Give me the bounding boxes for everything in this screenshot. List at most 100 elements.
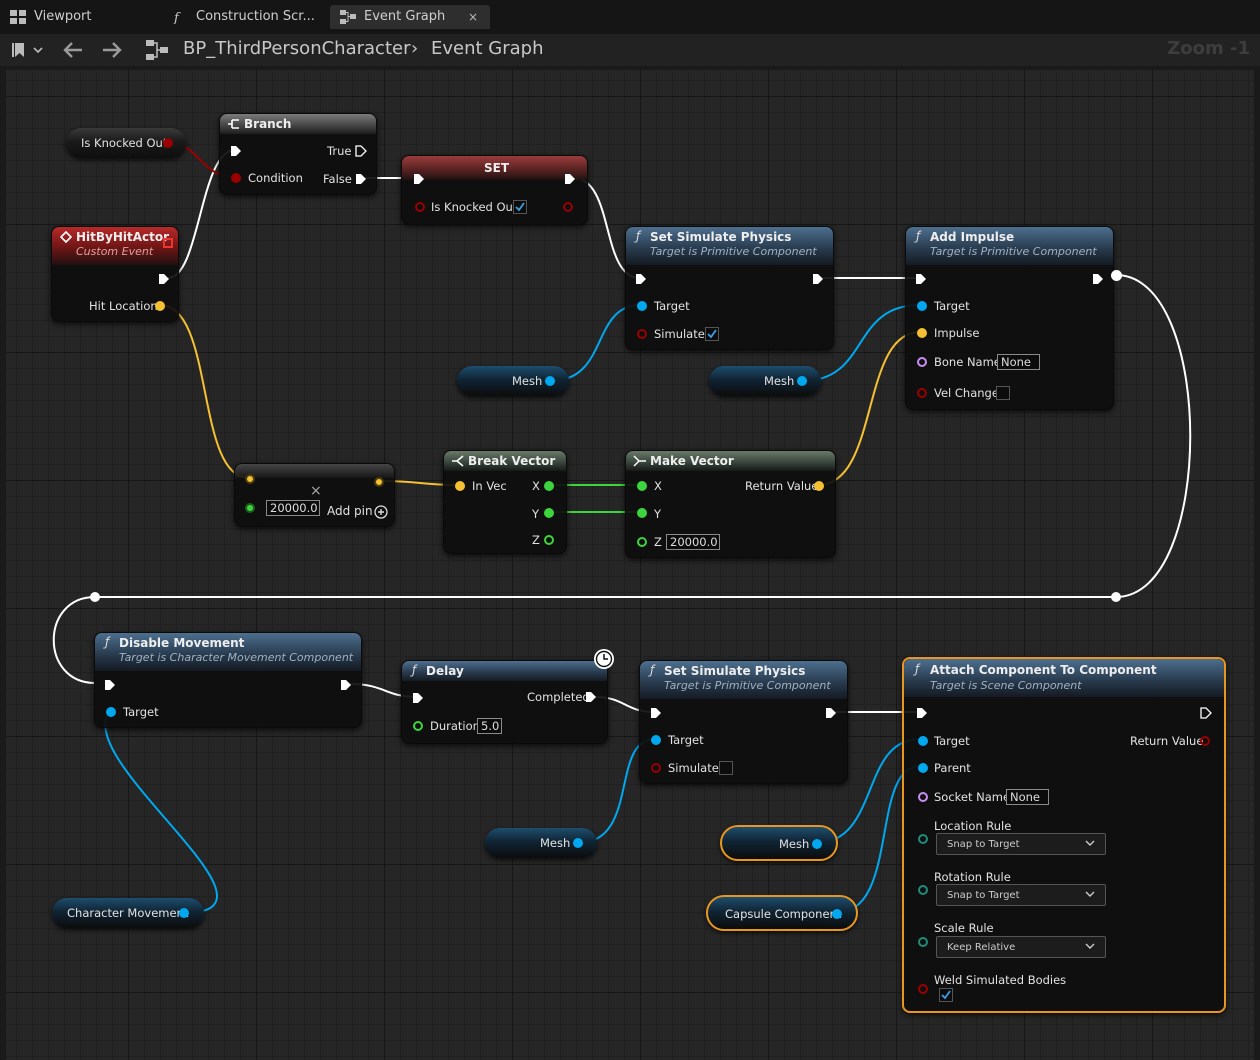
socket-name-field[interactable]: None (1006, 789, 1049, 805)
capsule-component-getter-selected[interactable]: Capsule Component (706, 895, 858, 931)
z-value-field[interactable]: 20000.0 (666, 534, 720, 550)
in-vec-pin[interactable] (455, 481, 465, 491)
is-knocked-out-getter[interactable]: Is Knocked Out (66, 128, 186, 158)
bone-name-field[interactable]: None (997, 354, 1040, 370)
exec-false-pin[interactable] (355, 173, 367, 185)
exec-output-pin[interactable] (812, 273, 824, 285)
exec-input-pin[interactable] (915, 273, 927, 285)
scale-rule-pin[interactable] (918, 937, 928, 947)
duration-field[interactable]: 5.0 (477, 718, 502, 734)
exec-input-pin[interactable] (412, 692, 424, 704)
z-output-pin[interactable] (544, 535, 554, 545)
simulate-pin[interactable] (637, 329, 647, 339)
exec-output-pin[interactable] (564, 173, 576, 185)
simulate-pin[interactable] (651, 763, 661, 773)
socket-name-pin[interactable] (918, 792, 928, 802)
bool-output-pin[interactable] (563, 202, 573, 212)
object-output-pin[interactable] (573, 838, 583, 848)
delegate-pin[interactable] (163, 238, 173, 248)
exec-output-pin[interactable] (340, 679, 352, 691)
vel-change-checkbox[interactable] (996, 386, 1010, 400)
scale-rule-dropdown[interactable]: Keep Relative (936, 936, 1106, 958)
exec-input-pin[interactable] (650, 707, 662, 719)
object-output-pin[interactable] (797, 376, 807, 386)
return-value-pin[interactable] (1200, 736, 1210, 746)
y-input-pin[interactable] (637, 508, 647, 518)
branch-node[interactable]: Branch Condition True False (219, 113, 377, 195)
bool-output-pin[interactable] (163, 138, 173, 148)
tab-viewport[interactable]: Viewport (0, 5, 160, 29)
mesh-getter[interactable]: Mesh (457, 366, 569, 396)
mesh-getter[interactable]: Mesh (485, 828, 597, 858)
vel-change-pin[interactable] (917, 388, 927, 398)
close-icon[interactable]: × (467, 10, 478, 24)
exec-output-pin[interactable] (158, 273, 170, 285)
attach-component-to-component-node[interactable]: ƒ Attach Component To Component Target i… (902, 657, 1226, 1013)
multiplier-field[interactable]: 20000.0 (266, 500, 320, 516)
add-pin-icon[interactable] (374, 505, 388, 519)
bone-name-pin[interactable] (917, 357, 927, 367)
target-pin[interactable] (918, 736, 928, 746)
make-vector-node[interactable]: Make Vector X Y Z 20000.0 Return Value (625, 450, 836, 558)
add-impulse-node[interactable]: ƒ Add Impulse Target is Primitive Compon… (905, 226, 1114, 410)
disable-movement-node[interactable]: ƒ Disable Movement Target is Character M… (94, 632, 362, 728)
mesh-getter[interactable]: Mesh (709, 366, 821, 396)
exec-output-pin[interactable] (1092, 273, 1104, 285)
bookmark-dropdown-icon[interactable] (12, 42, 46, 58)
tab-construction-script[interactable]: f Construction Scr... (162, 5, 328, 29)
x-output-pin[interactable] (544, 481, 554, 491)
set-simulate-physics-node[interactable]: ƒ Set Simulate Physics Target is Primiti… (625, 226, 834, 350)
parent-pin[interactable] (918, 763, 928, 773)
duration-pin[interactable] (413, 721, 423, 731)
float-input-pin[interactable] (245, 503, 255, 513)
exec-output-pin[interactable] (825, 707, 837, 719)
exec-input-pin[interactable] (230, 145, 242, 157)
break-vector-node[interactable]: Break Vector In Vec X Y Z (443, 450, 567, 554)
z-input-pin[interactable] (637, 537, 647, 547)
weld-checkbox[interactable] (939, 988, 953, 1002)
exec-input-pin[interactable] (916, 707, 928, 719)
condition-pin[interactable] (231, 173, 241, 183)
exec-input-pin[interactable] (413, 173, 425, 185)
hit-location-pin[interactable] (155, 301, 165, 311)
target-pin[interactable] (637, 301, 647, 311)
multiply-node[interactable]: × 20000.0 Add pin (234, 463, 395, 527)
vector-input-pin[interactable] (245, 474, 255, 484)
simulate-checkbox[interactable] (719, 761, 733, 775)
exec-input-pin[interactable] (104, 679, 116, 691)
y-output-pin[interactable] (544, 508, 554, 518)
mesh-getter-selected[interactable]: Mesh (720, 825, 838, 861)
return-value-pin[interactable] (814, 481, 824, 491)
set-simulate-physics-node[interactable]: ƒ Set Simulate Physics Target is Primiti… (639, 660, 848, 784)
forward-arrow-icon[interactable] (101, 41, 123, 59)
exec-output-pin[interactable] (1200, 707, 1212, 719)
vector-output-pin[interactable] (374, 477, 384, 487)
weld-pin[interactable] (918, 984, 928, 994)
target-pin[interactable] (651, 735, 661, 745)
x-input-pin[interactable] (637, 481, 647, 491)
breadcrumb-event-graph[interactable]: Event Graph (431, 38, 544, 59)
location-rule-dropdown[interactable]: Snap to Target (936, 833, 1106, 855)
character-movement-getter[interactable]: Character Movement (52, 898, 204, 928)
is-knocked-out-checkbox[interactable] (513, 200, 527, 214)
add-pin-label[interactable]: Add pin (327, 504, 373, 518)
back-arrow-icon[interactable] (62, 41, 84, 59)
object-output-pin[interactable] (832, 909, 842, 919)
object-output-pin[interactable] (545, 376, 555, 386)
tab-event-graph[interactable]: Event Graph × (330, 5, 490, 29)
rotation-rule-dropdown[interactable]: Snap to Target (936, 884, 1106, 906)
rotation-rule-pin[interactable] (918, 885, 928, 895)
impulse-pin[interactable] (917, 328, 927, 338)
breadcrumb-blueprint[interactable]: BP_ThirdPersonCharacter (183, 38, 411, 59)
simulate-checkbox[interactable] (705, 327, 719, 341)
object-output-pin[interactable] (179, 908, 189, 918)
reroute-knot[interactable] (1111, 270, 1122, 281)
delay-node[interactable]: ƒ Delay Completed Duration 5.0 (401, 660, 608, 744)
exec-true-pin[interactable] (355, 145, 367, 157)
location-rule-pin[interactable] (918, 834, 928, 844)
bool-input-pin[interactable] (415, 202, 425, 212)
target-pin[interactable] (917, 301, 927, 311)
target-pin[interactable] (106, 707, 116, 717)
exec-completed-pin[interactable] (585, 691, 597, 703)
hit-by-hit-actor-event[interactable]: HitByHitActor Custom Event Hit Location (51, 226, 179, 322)
